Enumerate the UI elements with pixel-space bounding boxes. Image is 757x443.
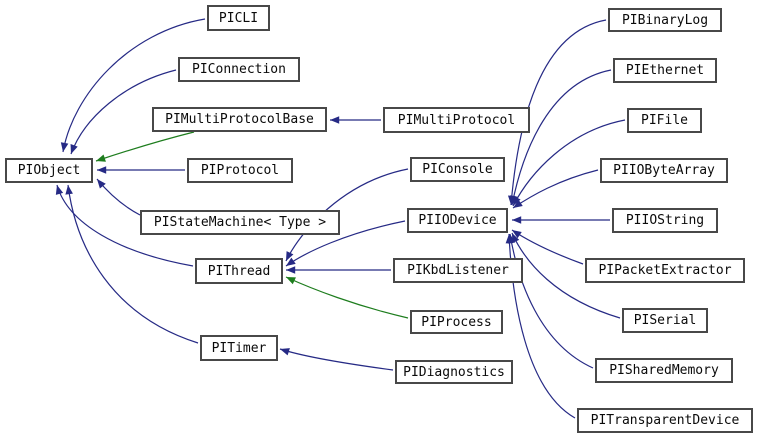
class-node-piprocess[interactable]: PIProcess	[410, 310, 503, 334]
class-node-pimultiprotocol[interactable]: PIMultiProtocol	[383, 107, 530, 133]
class-node-pitimer[interactable]: PITimer	[200, 335, 278, 361]
edge-pithread-to-piobject	[55, 184, 194, 267]
class-node-picli[interactable]: PICLI	[207, 5, 270, 31]
class-node-piconnection[interactable]: PIConnection	[178, 57, 300, 82]
class-node-piconsole[interactable]: PIConsole	[410, 157, 505, 182]
class-node-pibinarylog[interactable]: PIBinaryLog	[608, 8, 722, 32]
class-node-piserial[interactable]: PISerial	[622, 308, 708, 333]
class-node-pidiagnostics[interactable]: PIDiagnostics	[395, 360, 513, 384]
class-node-pitransparentdevice[interactable]: PITransparentDevice	[577, 408, 753, 433]
edge-pidiagnostics-to-pitimer	[279, 348, 394, 371]
class-node-pithread[interactable]: PIThread	[195, 258, 283, 284]
class-node-pisharedmemory[interactable]: PISharedMemory	[595, 358, 733, 383]
class-node-pistatemachine[interactable]: PIStateMachine< Type >	[140, 210, 340, 235]
edge-picli-to-piobject	[60, 18, 206, 153]
class-node-piiobytearray[interactable]: PIIOByteArray	[600, 158, 728, 183]
class-node-pikbdlistener[interactable]: PIKbdListener	[393, 258, 523, 283]
edge-piconnection-to-piobject	[70, 69, 177, 155]
class-node-pimultiprotocolbase[interactable]: PIMultiProtocolBase	[152, 107, 327, 132]
edge-piiobytearray-to-piiodevice	[512, 169, 599, 209]
edge-piconsole-to-pithread	[285, 168, 409, 262]
edge-piserial-to-piiodevice	[511, 232, 621, 319]
class-node-piprotocol[interactable]: PIProtocol	[187, 158, 293, 183]
edge-pipacketextractor-to-piiodevice	[511, 229, 584, 265]
class-node-piiostring[interactable]: PIIOString	[612, 208, 718, 233]
edge-pitimer-to-piobject	[65, 184, 199, 344]
edge-pistatemachine-to-piobject	[96, 178, 141, 216]
edge-pisharedmemory-to-piiodevice	[507, 233, 594, 369]
edge-pimultiprotocolbase-to-piobject	[95, 131, 195, 162]
class-node-pipacketextractor[interactable]: PIPacketExtractor	[585, 258, 745, 283]
class-node-piiodevice[interactable]: PIIODevice	[407, 208, 508, 233]
edge-pifile-to-piiodevice	[512, 119, 626, 207]
class-node-piethernet[interactable]: PIEthernet	[613, 58, 717, 83]
edge-piprocess-to-pithread	[285, 276, 409, 319]
edge-piiodevice-to-pithread	[285, 220, 406, 267]
class-node-piobject[interactable]: PIObject	[5, 158, 93, 183]
edge-pibinarylog-to-piiodevice	[507, 19, 607, 206]
class-node-pifile[interactable]: PIFile	[627, 108, 702, 133]
edge-piethernet-to-piiodevice	[510, 69, 612, 206]
